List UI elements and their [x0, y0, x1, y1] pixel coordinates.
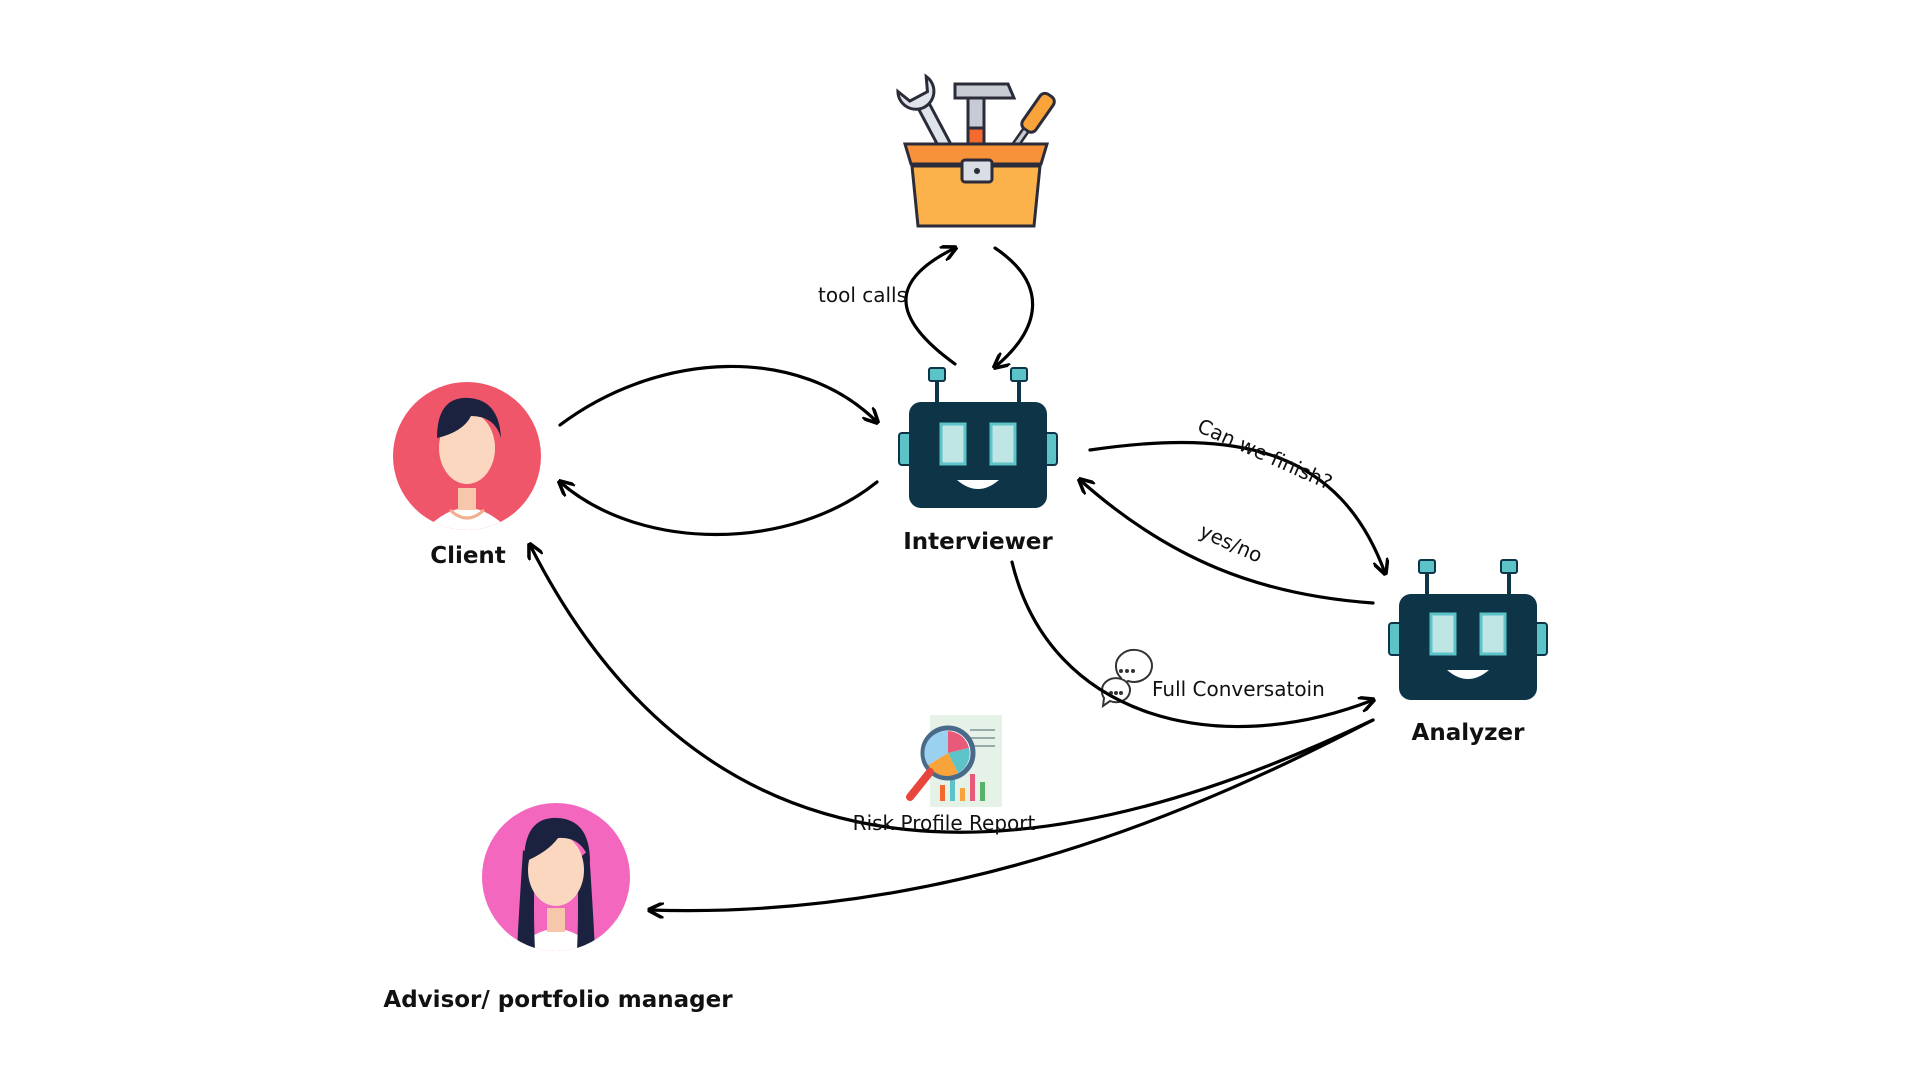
client-avatar-icon — [393, 382, 541, 530]
arrow-analyzer-to-advisor — [650, 718, 1375, 911]
arrow-analyzer-to-interviewer — [1080, 480, 1375, 605]
edge-label-full-conversation: Full Conversatoin — [1152, 677, 1325, 701]
arrow-interviewer-to-analyzer-conversation — [1010, 560, 1373, 729]
arrow-interviewer-to-client — [560, 482, 879, 537]
advisor-avatar-icon — [482, 803, 630, 951]
edge-label-tool-calls: tool calls — [818, 283, 907, 307]
arrow-analyzer-to-client-report — [530, 545, 1375, 834]
client-label: Client — [430, 543, 506, 569]
arrow-tool-calls-return — [995, 246, 1035, 367]
risk-report-icon — [906, 715, 1002, 807]
analyzer-label: Analyzer — [1412, 720, 1526, 746]
advisor-label: Advisor/ portfolio manager — [383, 987, 733, 1013]
edge-label-risk-profile-report: Risk Profile Report — [853, 811, 1036, 835]
arrow-client-to-interviewer — [558, 364, 877, 427]
interviewer-label: Interviewer — [903, 529, 1053, 555]
toolbox-icon — [896, 73, 1056, 228]
arrow-tool-calls-out — [904, 248, 955, 366]
edge-label-can-we-finish: Can we finish? — [1194, 414, 1336, 495]
chat-bubbles-icon — [1100, 648, 1153, 709]
interviewer-robot-icon — [898, 367, 1058, 508]
arrow-interviewer-to-analyzer — [1088, 440, 1385, 573]
edge-label-yes-no: yes/no — [1196, 519, 1266, 568]
analyzer-robot-icon — [1388, 559, 1548, 700]
